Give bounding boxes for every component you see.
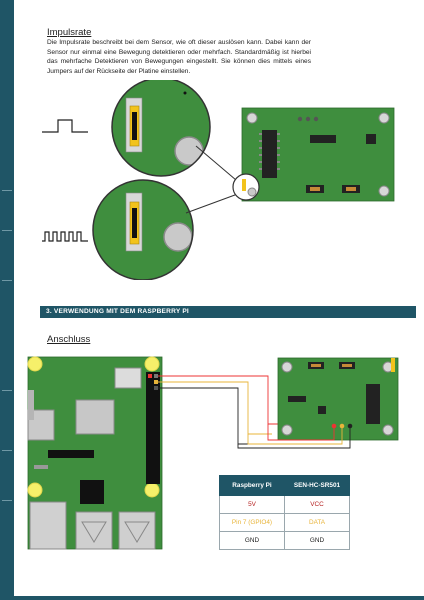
table-row: 5V VCC [219, 495, 350, 514]
table-row: GND GND [219, 531, 350, 550]
pin-assignment-table: Raspberry Pi SEN-HC-SR501 5V VCC Pin 7 (… [219, 475, 350, 550]
repeated-pulse-waveform [42, 231, 88, 242]
cell-sensor-data: DATA [284, 513, 350, 532]
left-decorative-band [0, 0, 14, 600]
cell-pi-gnd: GND [219, 531, 285, 550]
pir-sensor-board-wired [277, 357, 399, 441]
cell-pi-gpio: Pin 7 (GPIO4) [219, 513, 285, 532]
raspberry-pi-board [27, 356, 163, 550]
cell-sensor-vcc: VCC [284, 495, 350, 514]
wiring-diagram [27, 356, 399, 550]
impulse-rate-diagram [42, 80, 395, 280]
jumper-zoom-repeated [92, 179, 194, 280]
header-sensor: SEN-HC-SR501 [284, 475, 350, 496]
impulsrate-paragraph: Die Impulsrate beschreibt bei dem Sensor… [47, 39, 311, 75]
jumper-zoom-single [111, 80, 211, 177]
wire-gnd [158, 387, 272, 445]
wire-data [158, 381, 272, 435]
section-title-impulsrate: Impulsrate [47, 27, 92, 38]
header-raspberry-pi: Raspberry Pi [219, 475, 285, 496]
wire-vcc [158, 375, 272, 425]
table-header-row: Raspberry Pi SEN-HC-SR501 [219, 475, 350, 496]
pir-sensor-board [241, 107, 395, 202]
table-row: Pin 7 (GPIO4) DATA [219, 513, 350, 532]
single-pulse-waveform [42, 119, 88, 133]
cell-pi-5v: 5V [219, 495, 285, 514]
section-title-anschluss: Anschluss [47, 334, 91, 345]
cell-sensor-gnd: GND [284, 531, 350, 550]
section-header-raspberry-pi: 3. VERWENDUNG MIT DEM RASPBERRY PI [40, 306, 416, 318]
bottom-band [14, 596, 424, 600]
